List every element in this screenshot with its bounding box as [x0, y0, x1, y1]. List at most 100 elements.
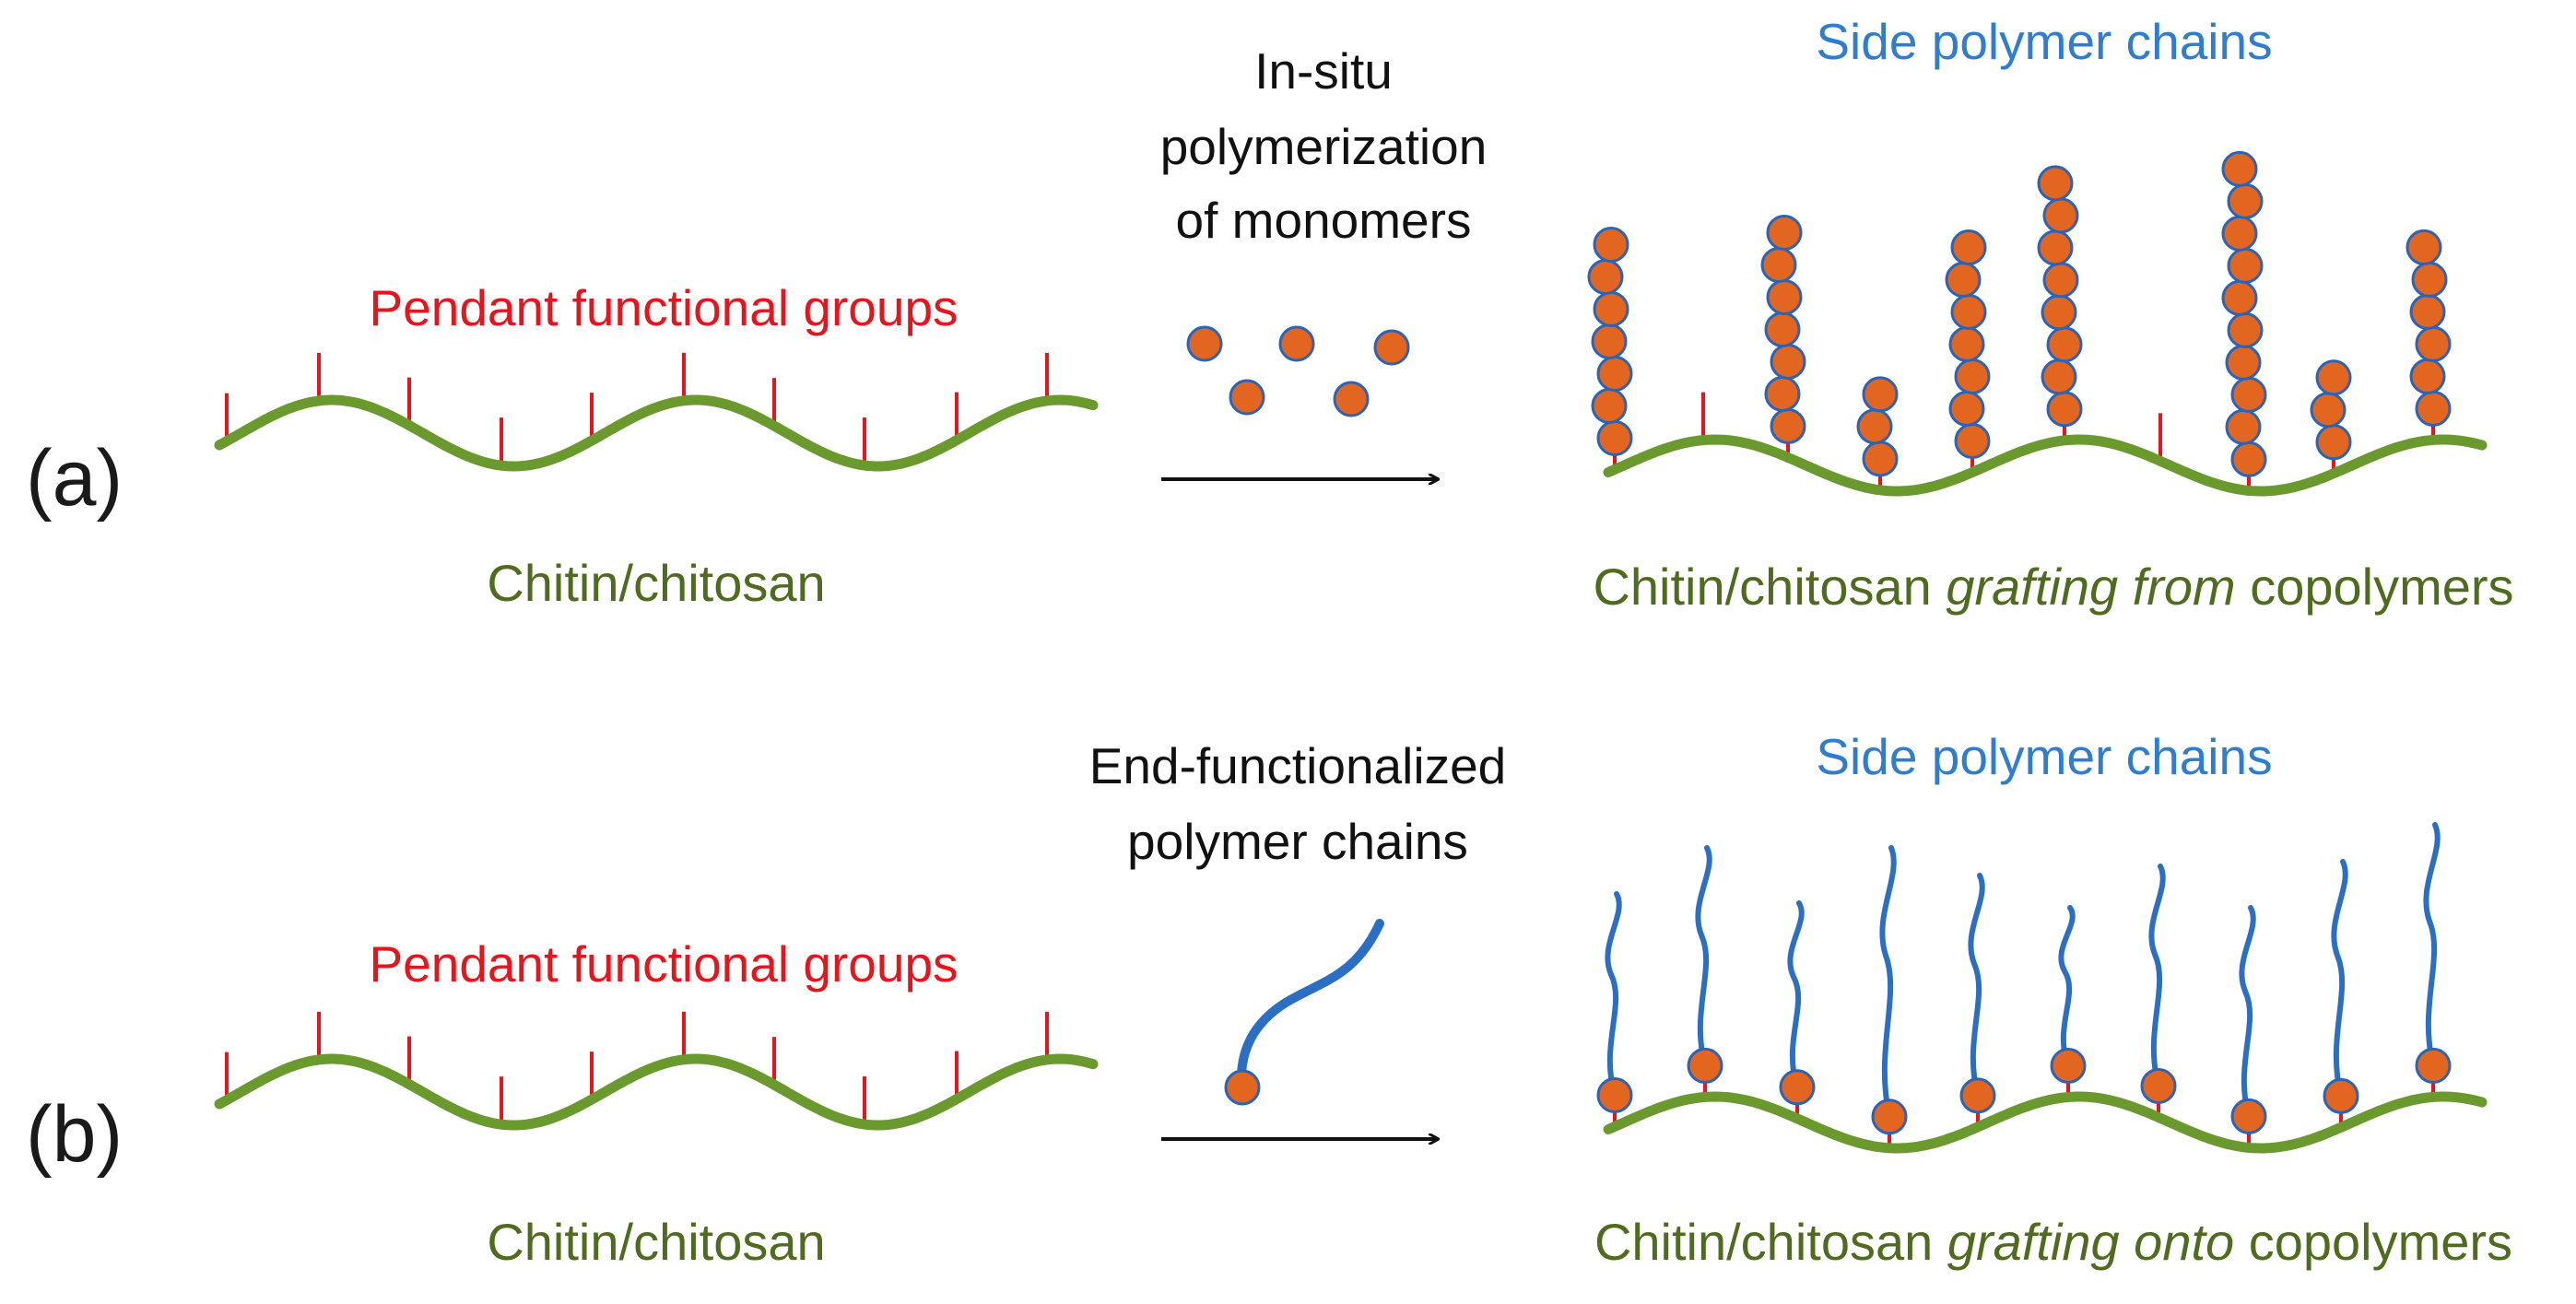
- monomer-bead: [2225, 408, 2262, 445]
- monomer-bead: [1950, 229, 1987, 265]
- monomer-bead: [1766, 278, 1803, 315]
- panel-b-pendant-label: Pendant functional groups: [369, 935, 958, 993]
- monomer-bead: [2041, 294, 2077, 331]
- process-label-line-2: polymer chains: [1127, 813, 1468, 870]
- monomer-bead: [1871, 1098, 1908, 1135]
- polymer-chain: [1787, 900, 1805, 1090]
- panel-a-process: In-situ polymerization of monomers: [1160, 42, 1488, 479]
- polymer-chain: [2148, 863, 2166, 1089]
- monomer-bead: [1587, 258, 1624, 295]
- polymer-chain: [2239, 905, 2256, 1120]
- polymer-chain: [1968, 873, 1985, 1098]
- monomer-bead: [1764, 311, 1801, 347]
- panel-b-side-chain-label: Side polymer chains: [1816, 728, 2272, 785]
- monomer-bead: [2221, 215, 2258, 252]
- panel-a-product: [1587, 150, 2488, 497]
- process-label-line-1: End-functionalized: [1089, 737, 1507, 794]
- monomer-bead: [1596, 1076, 1633, 1113]
- panel-b-product-label: Chitin/chitosan grafting onto copolymers: [1594, 1213, 2512, 1271]
- polymer-chain: [2331, 859, 2348, 1099]
- panel-b: (b) Pendant functional groups Chitin/chi…: [26, 728, 2512, 1271]
- monomer-bead: [1862, 376, 1899, 413]
- monomer-bead: [2323, 1077, 2359, 1114]
- monomer-bead: [1770, 407, 1806, 444]
- panel-b-backbone-strand: [214, 1011, 1099, 1131]
- monomer-bead: [1950, 293, 1987, 330]
- monomer-bead: [1591, 323, 1628, 359]
- monomer-bead: [1945, 261, 1982, 298]
- bead-chain: [1945, 229, 1991, 459]
- monomer-bead: [2050, 1047, 2087, 1084]
- bead-chain: [2221, 150, 2267, 477]
- monomer-bead: [1856, 408, 1893, 445]
- grafted-chain: [2230, 905, 2267, 1134]
- polymer-chain: [2423, 822, 2441, 1069]
- monomer-bead: [2221, 150, 2258, 187]
- monomer-bead: [1954, 422, 1991, 459]
- bead-chain: [2037, 165, 2083, 428]
- bead-chain: [1760, 214, 1806, 444]
- monomer-bead: [2046, 391, 2083, 428]
- monomer-bead: [2042, 197, 2079, 234]
- grafted-chain: [1871, 845, 1908, 1135]
- grafted-polymer-chains: [1596, 822, 2452, 1135]
- monomer-bead: [2041, 358, 2077, 395]
- panel-b-backbone-label: Chitin/chitosan: [487, 1213, 825, 1271]
- monomer-bead: [1186, 325, 1223, 362]
- end-functionalized-chain: [1224, 919, 1384, 1106]
- process-label-line-2: polymerization: [1160, 118, 1488, 175]
- monomer-bead: [1766, 214, 1803, 251]
- panel-b-product: [1596, 822, 2488, 1154]
- monomer-bead: [1593, 290, 1629, 327]
- monomer-bead: [1278, 325, 1315, 362]
- monomer-bead: [2411, 261, 2448, 298]
- grafted-chain: [1959, 873, 1996, 1114]
- process-label-line-1: In-situ: [1254, 42, 1393, 100]
- monomer-bead: [1770, 343, 1806, 380]
- pendant-groups: [225, 352, 1049, 466]
- panel-a-label: (a): [26, 434, 123, 523]
- monomer-bead: [1596, 355, 1633, 392]
- grafted-chain: [1687, 845, 1723, 1084]
- end-group-bead: [1224, 1069, 1261, 1106]
- monomer-bead: [2230, 441, 2267, 477]
- monomer-bead: [2230, 376, 2267, 413]
- panel-b-label: (b): [26, 1090, 123, 1179]
- polymer-chain: [1695, 845, 1712, 1069]
- monomer-bead: [2315, 359, 2352, 396]
- grafted-chain: [2050, 905, 2087, 1084]
- monomer-bead: [2227, 311, 2264, 348]
- bead-chain: [1587, 226, 1633, 456]
- monomer-bead: [2221, 279, 2258, 316]
- monomer-bead: [1779, 1069, 1816, 1106]
- grafted-chain: [1596, 891, 1633, 1113]
- panel-b-process: End-functionalized polymer chains: [1089, 737, 1507, 1139]
- polymer-chain: [1879, 845, 1897, 1120]
- monomer-bead: [1764, 375, 1801, 412]
- monomer-bead: [2227, 247, 2264, 284]
- monomer-bead: [1333, 381, 1370, 417]
- monomer-bead: [2046, 326, 2083, 363]
- monomer-bead: [1591, 387, 1628, 424]
- monomer-bead: [2042, 262, 2079, 299]
- polymer-chain: [2058, 905, 2076, 1069]
- bead-chain: [2405, 229, 2452, 427]
- monomer-bead: [2225, 344, 2262, 381]
- monomer-bead: [1229, 379, 1265, 416]
- process-label-line-3: of monomers: [1176, 192, 1472, 249]
- free-monomers: [1186, 325, 1410, 417]
- monomer-bead: [2140, 1067, 2177, 1104]
- panel-a-side-chain-label: Side polymer chains: [1816, 13, 2272, 70]
- monomer-bead: [2409, 293, 2446, 330]
- backbone-curve: [214, 1053, 1099, 1131]
- panel-a-backbone-label: Chitin/chitosan: [487, 554, 825, 612]
- grafted-chain: [2415, 822, 2452, 1084]
- monomer-bead: [2409, 358, 2446, 394]
- monomer-bead: [2405, 229, 2442, 265]
- monomer-bead: [1760, 246, 1797, 283]
- grafted-chain: [2323, 859, 2359, 1114]
- monomer-bead: [2415, 1047, 2452, 1084]
- monomer-bead: [1954, 358, 1991, 394]
- backbone-curve: [1603, 1091, 2488, 1154]
